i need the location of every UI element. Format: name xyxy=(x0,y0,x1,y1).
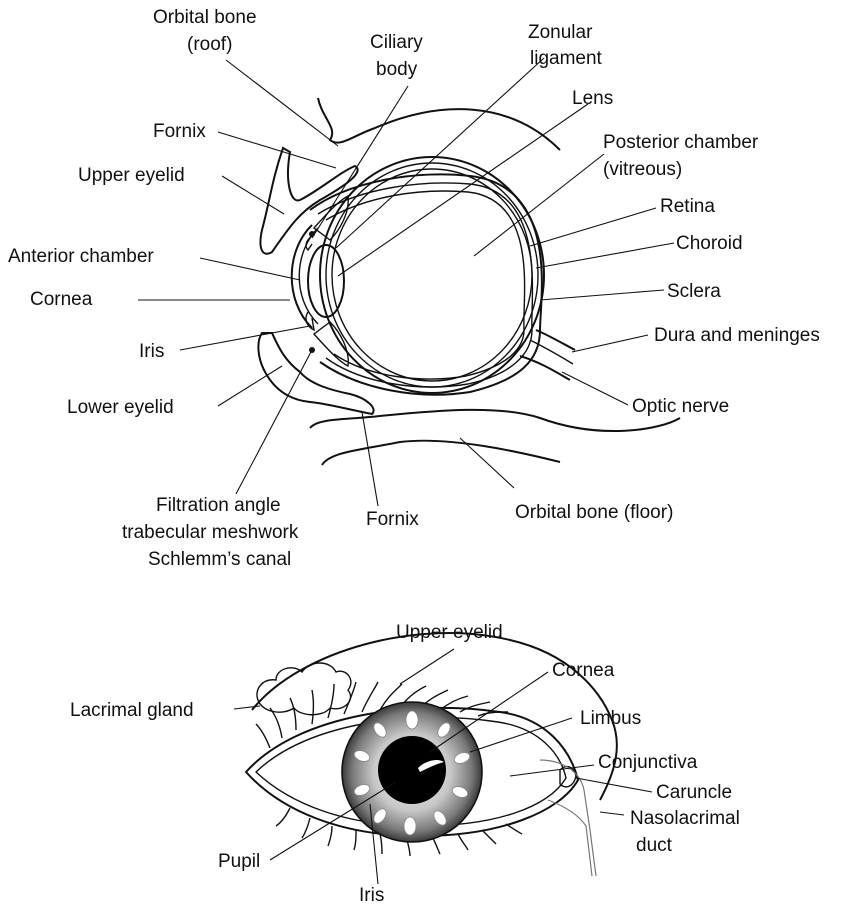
label-orbital-bone-floor: Orbital bone (floor) xyxy=(515,502,673,523)
nasolacrimal-duct-shape xyxy=(540,760,596,876)
label-front-iris: Iris xyxy=(359,885,384,906)
label-retina: Retina xyxy=(660,196,715,217)
label-sclera: Sclera xyxy=(667,281,721,302)
label-zonular-1: Zonular xyxy=(528,22,593,43)
label-posterior-1: Posterior chamber xyxy=(603,132,759,153)
label-dura: Dura and meninges xyxy=(654,325,820,346)
label-anterior-chamber: Anterior chamber xyxy=(8,246,154,267)
side-leader-lines xyxy=(138,58,674,506)
label-front-conjunctiva: Conjunctiva xyxy=(598,752,698,773)
side-labels: Orbital bone (roof) Ciliary body Zonular… xyxy=(8,7,820,570)
label-fornix-upper: Fornix xyxy=(153,121,206,142)
label-filtration-3: Schlemm’s canal xyxy=(148,549,291,570)
optic-nerve-upper xyxy=(536,330,575,350)
label-choroid: Choroid xyxy=(676,233,743,254)
label-front-upper-eyelid: Upper eyelid xyxy=(396,622,503,643)
globe-inner xyxy=(332,169,532,381)
label-ciliary-body-1: Ciliary xyxy=(370,32,423,53)
label-front-lacrimal-gland: Lacrimal gland xyxy=(70,700,194,721)
lacrimal-gland-shape xyxy=(257,663,351,715)
label-orbital-bone-roof-2: (roof) xyxy=(187,34,232,55)
label-filtration-2: trabecular meshwork xyxy=(122,522,299,543)
label-ciliary-body-2: body xyxy=(376,59,418,80)
label-upper-eyelid: Upper eyelid xyxy=(78,165,185,186)
pupil-disc xyxy=(378,736,446,804)
optic-nerve-lower xyxy=(520,356,570,380)
front-view: Upper eyelid Cornea Lacrimal gland Limbu… xyxy=(70,622,740,906)
label-front-nasolacrimal-2: duct xyxy=(636,835,673,856)
label-fornix-lower: Fornix xyxy=(366,509,419,530)
label-zonular-2: ligament xyxy=(530,48,603,69)
retina-outline xyxy=(326,191,525,379)
label-filtration-1: Filtration angle xyxy=(156,495,281,516)
label-front-cornea: Cornea xyxy=(552,660,615,681)
label-posterior-2: (vitreous) xyxy=(603,159,682,180)
orbital-bone-floor-inner xyxy=(322,441,560,465)
label-orbital-bone-roof-1: Orbital bone xyxy=(153,7,257,28)
label-front-limbus: Limbus xyxy=(580,708,641,729)
label-front-pupil: Pupil xyxy=(218,851,260,872)
nasolacrimal-duct-shape-2 xyxy=(548,800,592,876)
label-front-caruncle: Caruncle xyxy=(656,782,732,803)
label-front-nasolacrimal-1: Nasolacrimal xyxy=(630,808,740,829)
label-cornea: Cornea xyxy=(30,289,93,310)
side-view: Orbital bone (roof) Ciliary body Zonular… xyxy=(8,7,820,570)
label-lower-eyelid: Lower eyelid xyxy=(67,397,174,418)
label-optic-nerve: Optic nerve xyxy=(632,396,729,417)
label-lens: Lens xyxy=(572,88,613,109)
orbital-bone-roof xyxy=(318,98,560,150)
label-iris: Iris xyxy=(139,341,164,362)
